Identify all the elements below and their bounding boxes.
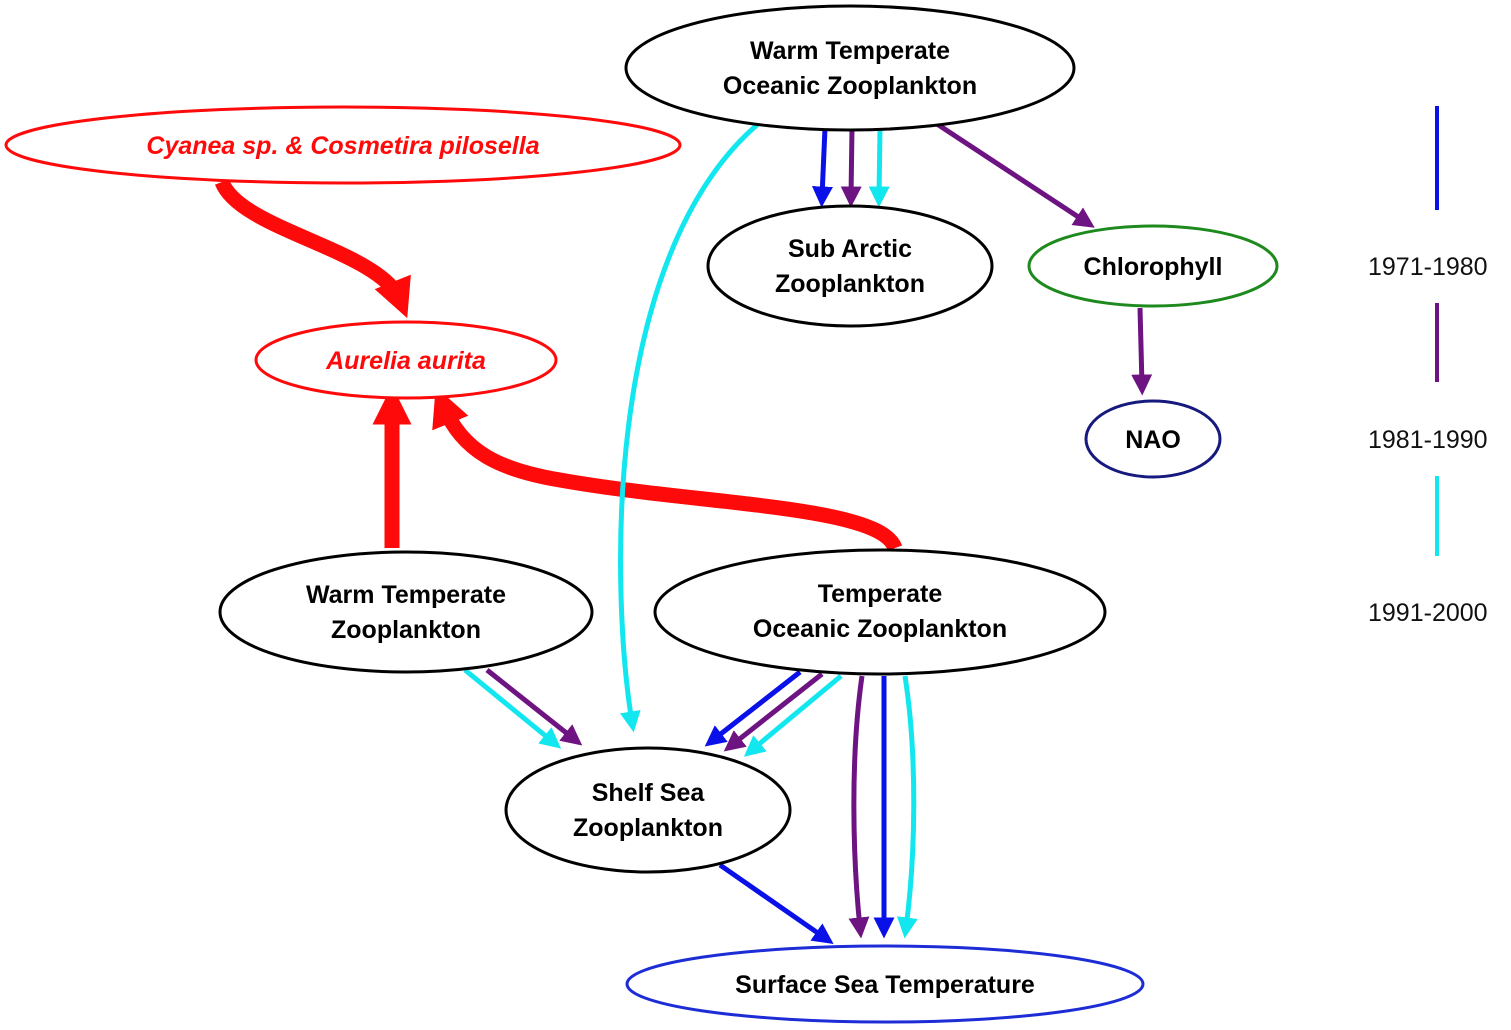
node-temperate-oceanic-zooplankton[interactable]: Temperate Oceanic Zooplankton <box>653 548 1107 676</box>
node-label-line: Sub Arctic <box>788 235 912 263</box>
edge-wto-to-subarctic-1981-1990 <box>840 127 862 208</box>
edge-to-to-sst-1991-2000 <box>896 675 918 939</box>
node-label-line: Cyanea sp. & Cosmetira pilosella <box>146 132 539 160</box>
node-label-line: Shelf Sea <box>592 779 706 807</box>
edge-shelfsea-to-sst-1971-1980 <box>718 862 834 944</box>
edge-wt-to-shelfsea-1991-2000 <box>463 668 562 749</box>
edge-wto-to-subarctic-1971-1980 <box>811 127 833 208</box>
legend-label-1991-2000: 1991-2000 <box>1368 599 1488 627</box>
node-label-line: NAO <box>1125 426 1181 454</box>
edge-to-to-shelfsea-1971-1980 <box>704 670 802 747</box>
node-label-line: Surface Sea Temperature <box>735 971 1035 999</box>
node-label-line: Zooplankton <box>573 814 723 842</box>
node-label-line: Warm Temperate <box>306 581 506 609</box>
node-label-line: Temperate <box>818 580 943 608</box>
node-aurelia-aurita[interactable]: Aurelia aurita <box>254 320 558 400</box>
node-label-line: Chlorophyll <box>1084 253 1223 281</box>
edge-wto-to-chlorophyll-1981-1990 <box>935 121 1095 228</box>
edge-chlorophyll-to-nao-1981-1990 <box>1131 307 1153 396</box>
edge-cyanea-to-aurelia <box>214 178 411 319</box>
node-label-line: Zooplankton <box>775 270 925 298</box>
node-shelf-sea-zooplankton[interactable]: Shelf Sea Zooplankton <box>504 746 792 874</box>
node-nao[interactable]: NAO <box>1084 399 1222 479</box>
node-sub-arctic-zooplankton[interactable]: Sub Arctic Zooplankton <box>706 204 994 328</box>
legend-label-1971-1980: 1971-1980 <box>1368 253 1488 281</box>
node-label-line: Oceanic Zooplankton <box>723 72 977 100</box>
edge-wto-to-shelfsea-1991-2000 <box>618 122 760 733</box>
nodes: Warm Temperate Oceanic Zooplankton Cyane… <box>4 4 1279 1024</box>
node-surface-sea-temperature[interactable]: Surface Sea Temperature <box>625 944 1145 1024</box>
edge-wt-to-shelfsea-1981-1990 <box>485 668 583 746</box>
edges <box>214 121 1153 944</box>
node-chlorophyll[interactable]: Chlorophyll <box>1027 224 1279 308</box>
node-label-line: Zooplankton <box>331 616 481 644</box>
edge-to-to-shelfsea-1991-2000 <box>743 674 843 757</box>
edge-temperate-oceanic-to-aurelia <box>432 386 903 552</box>
node-label-line: Aurelia aurita <box>325 347 486 375</box>
legend: 1971-1980 1981-1990 1991-2000 <box>1368 106 1488 627</box>
node-cyanea-cosmetira[interactable]: Cyanea sp. & Cosmetira pilosella <box>4 105 682 185</box>
edge-wto-to-subarctic-1991-2000 <box>868 127 890 208</box>
node-label-line: Warm Temperate <box>750 37 950 65</box>
node-label-line: Oceanic Zooplankton <box>753 615 1007 643</box>
edge-to-to-sst-1981-1990 <box>848 675 870 939</box>
node-warm-temperate-oceanic-zooplankton[interactable]: Warm Temperate Oceanic Zooplankton <box>624 4 1076 132</box>
legend-label-1981-1990: 1981-1990 <box>1368 426 1488 454</box>
node-warm-temperate-zooplankton[interactable]: Warm Temperate Zooplankton <box>218 550 594 674</box>
edge-to-to-shelfsea-1981-1990 <box>723 672 824 752</box>
